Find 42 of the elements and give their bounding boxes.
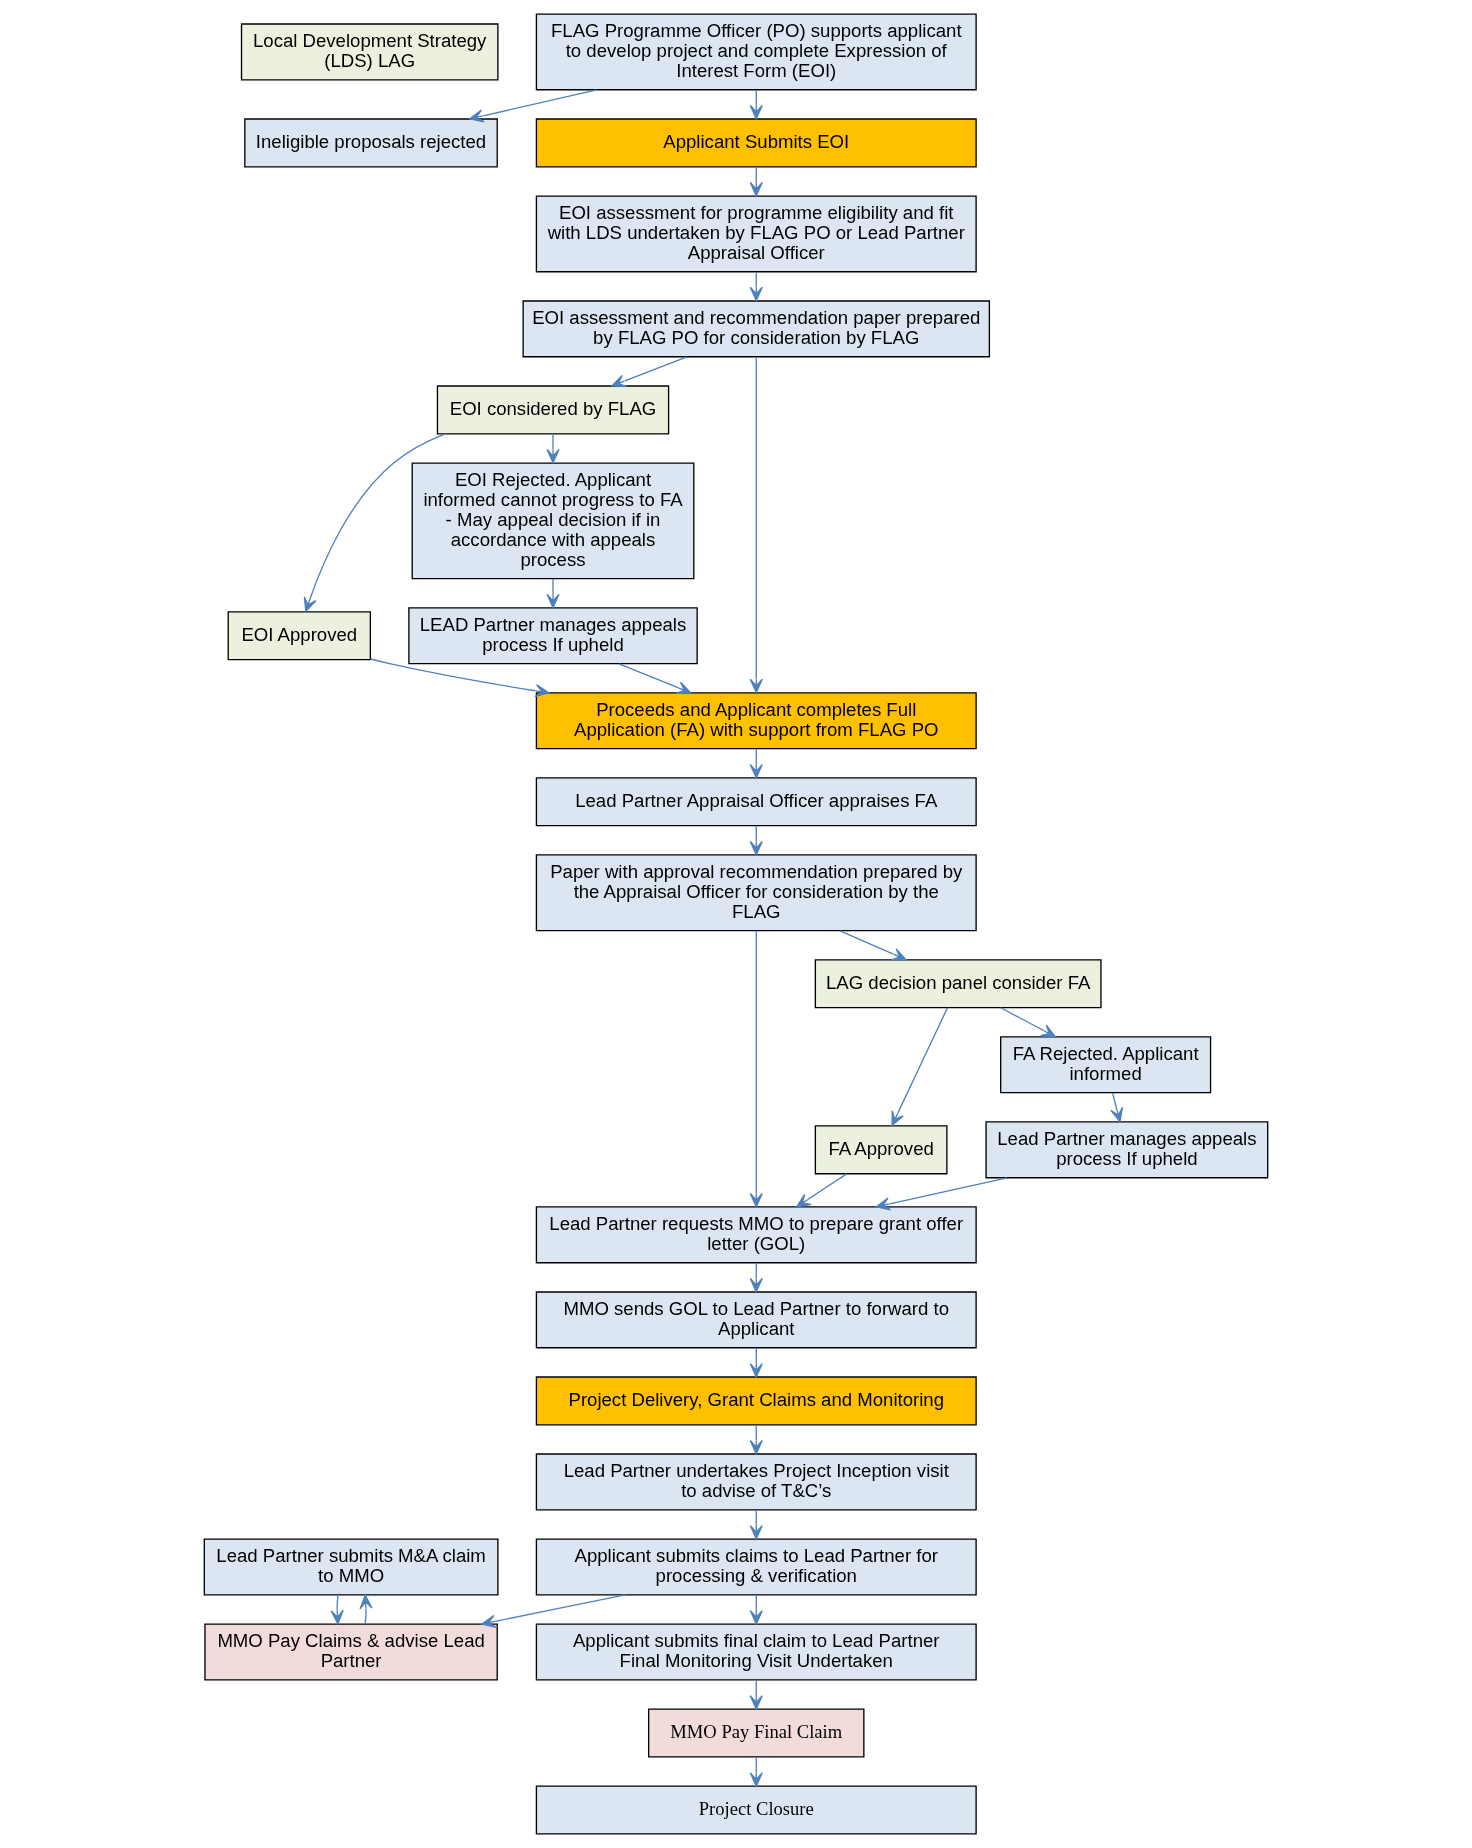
node-box: EOI Approved — [227, 611, 372, 661]
node-box: MMO sends GOL to Lead Partner to forward to Applicant — [535, 1291, 977, 1349]
node-box: EOI Rejected. Applicant informed cannot progress to FA - May appeal decision if in accordance with appeals process — [411, 462, 695, 580]
node-box: Lead Partner submits M&A claim to MMO — [203, 1538, 499, 1596]
node-box: Ineligible proposals rejected — [244, 118, 498, 168]
node-box: FA Approved — [814, 1125, 948, 1175]
arrow — [359, 1594, 373, 1625]
node-box: LEAD Partner manages appeals process If upheld — [408, 607, 698, 665]
node-box: EOI assessment and recommendation paper prepared by FLAG PO for consideration by FLAG — [522, 300, 991, 358]
node-box: MMO Pay Final Claim — [648, 1708, 865, 1758]
arrow — [469, 89, 598, 123]
node-box: EOI considered by FLAG — [436, 385, 670, 435]
node-box: Lead Partner manages appeals process If upheld — [985, 1121, 1269, 1179]
arrow — [749, 356, 763, 694]
node-box: Paper with approval recommendation prepared by the Appraisal Officer for consideration by the FLAG — [535, 854, 977, 932]
arrow — [891, 1007, 949, 1127]
node-box: Applicant submits final claim to Lead Partner Final Monitoring Visit Undertaken — [535, 1623, 977, 1681]
arrow — [1110, 1092, 1124, 1123]
node-box: FLAG Programme Officer (PO) supports applicant to develop project and complete Expression of Interest Form (EOI) — [535, 13, 977, 91]
arrow — [875, 1177, 1008, 1211]
arrow — [749, 930, 763, 1208]
node-box: FA Rejected. Applicant informed — [1000, 1036, 1212, 1094]
node-box: Lead Partner Appraisal Officer appraises FA — [535, 777, 977, 827]
node-box: Lead Partner undertakes Project Inception visit to advise of T&C’s — [535, 1453, 977, 1511]
arrow — [481, 1594, 626, 1628]
arrow — [611, 356, 688, 388]
node-box: Project Delivery, Grant Claims and Monitoring — [535, 1376, 977, 1426]
arrow — [1000, 1007, 1056, 1038]
arrow — [796, 1173, 848, 1208]
node-box: MMO Pay Claims & advise Lead Partner — [204, 1623, 498, 1681]
arrow — [546, 578, 560, 609]
node-box: Local Development Strategy (LDS) LAG — [240, 23, 499, 81]
node-box: Applicant submits claims to Lead Partner for processing & verification — [535, 1538, 977, 1596]
node-box: Applicant Submits EOI — [535, 118, 977, 168]
arrow — [546, 433, 560, 464]
arrow — [369, 658, 550, 698]
node-box: Proceeds and Applicant completes Full Application (FA) with support from FLAG PO — [535, 692, 977, 750]
node-box: Lead Partner requests MMO to prepare grant offer letter (GOL) — [535, 1206, 977, 1264]
node-box: EOI assessment for programme eligibility and fit with LDS undertaken by FLAG PO or Lead Partner Appraisal Officer — [535, 195, 977, 273]
arrow — [303, 433, 446, 613]
node-box: Project Closure — [535, 1785, 977, 1835]
node-box: LAG decision panel consider FA — [814, 959, 1102, 1009]
